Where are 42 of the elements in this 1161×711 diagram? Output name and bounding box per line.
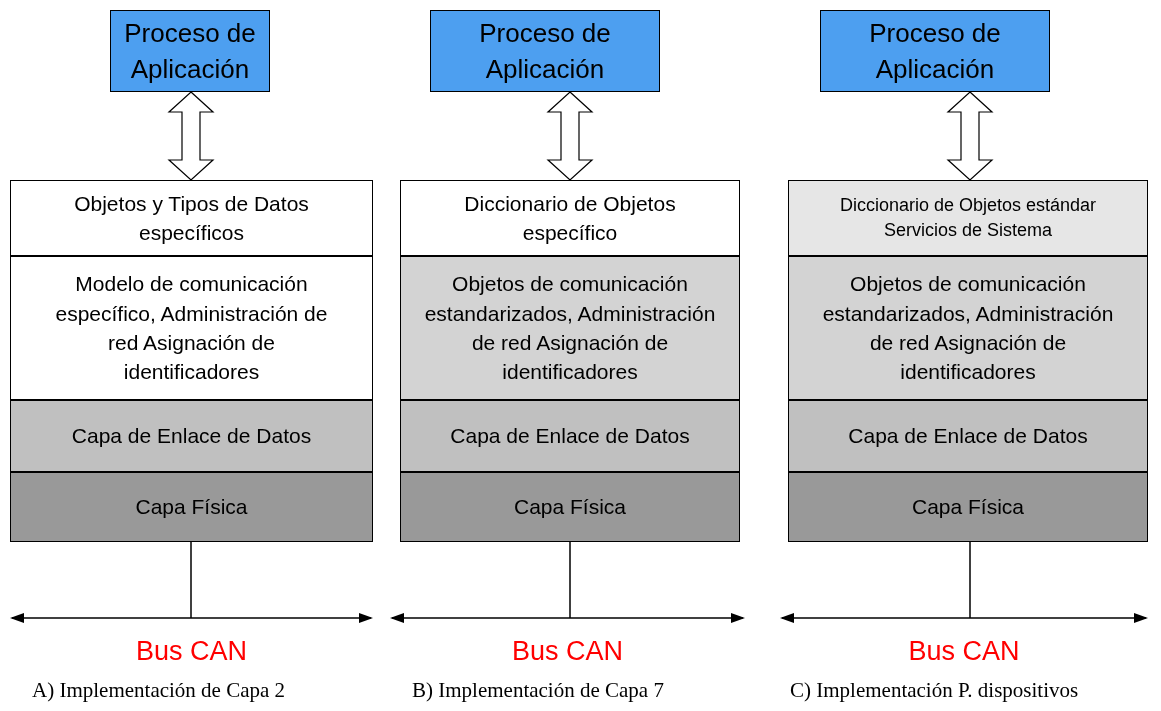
layer-box <box>10 400 373 472</box>
box-label: Objetos de comunicación estandarizados, Administración de red Asignación de identificadores <box>821 271 1115 386</box>
box-label: Proceso de Aplicación <box>868 16 1002 86</box>
caption: B) Implementación de Capa 7 <box>412 678 664 703</box>
layer-box <box>788 256 1148 400</box>
box-label: Capa Física <box>135 494 248 521</box>
box-label: Capa Física <box>513 494 626 521</box>
layer-box <box>788 472 1148 542</box>
caption: A) Implementación de Capa 2 <box>32 678 286 703</box>
layer-box <box>788 180 1148 256</box>
connector-line <box>969 541 971 619</box>
box-label: Proceso de Aplicación <box>478 16 612 86</box>
box-label: Capa de Enlace de Datos <box>450 423 690 450</box>
layer-box <box>400 400 740 472</box>
box-label: Capa de Enlace de Datos <box>71 423 312 450</box>
layer-box <box>400 180 740 256</box>
connector-line <box>190 541 192 619</box>
box-label: Capa de Enlace de Datos <box>848 423 1088 450</box>
box-label: Proceso de Aplicación <box>123 16 257 86</box>
layer-box <box>10 180 373 256</box>
double-arrow <box>946 91 994 181</box>
caption: C) Implementación P. dispositivos <box>790 678 1079 703</box>
double-arrow <box>167 91 215 181</box>
box-label: Diccionario de Objetos específico <box>463 190 677 246</box>
box-label: Capa Física <box>911 494 1024 521</box>
box-label: Objetos de comunicación estandarizados, Administración de red Asignación de identificadores <box>423 271 717 386</box>
layer-box <box>400 472 740 542</box>
process-box <box>430 10 660 92</box>
double-arrow <box>546 91 594 181</box>
layer-box <box>788 400 1148 472</box>
bus-label: Bus CAN <box>511 635 623 669</box>
layer-box <box>10 472 373 542</box>
connector-line <box>569 541 571 619</box>
box-label: Modelo de comunicación específico, Administración de red Asignación de identificadores <box>54 271 329 386</box>
layer-box <box>10 256 373 400</box>
bus-label: Bus CAN <box>135 635 247 669</box>
layer-box <box>400 256 740 400</box>
process-box <box>820 10 1050 92</box>
process-box <box>110 10 270 92</box>
box-label: Objetos y Tipos de Datos específicos <box>73 190 310 246</box>
box-label: Diccionario de Objetos estándar Servicios de Sistema <box>838 193 1098 242</box>
bus-label: Bus CAN <box>908 635 1020 669</box>
